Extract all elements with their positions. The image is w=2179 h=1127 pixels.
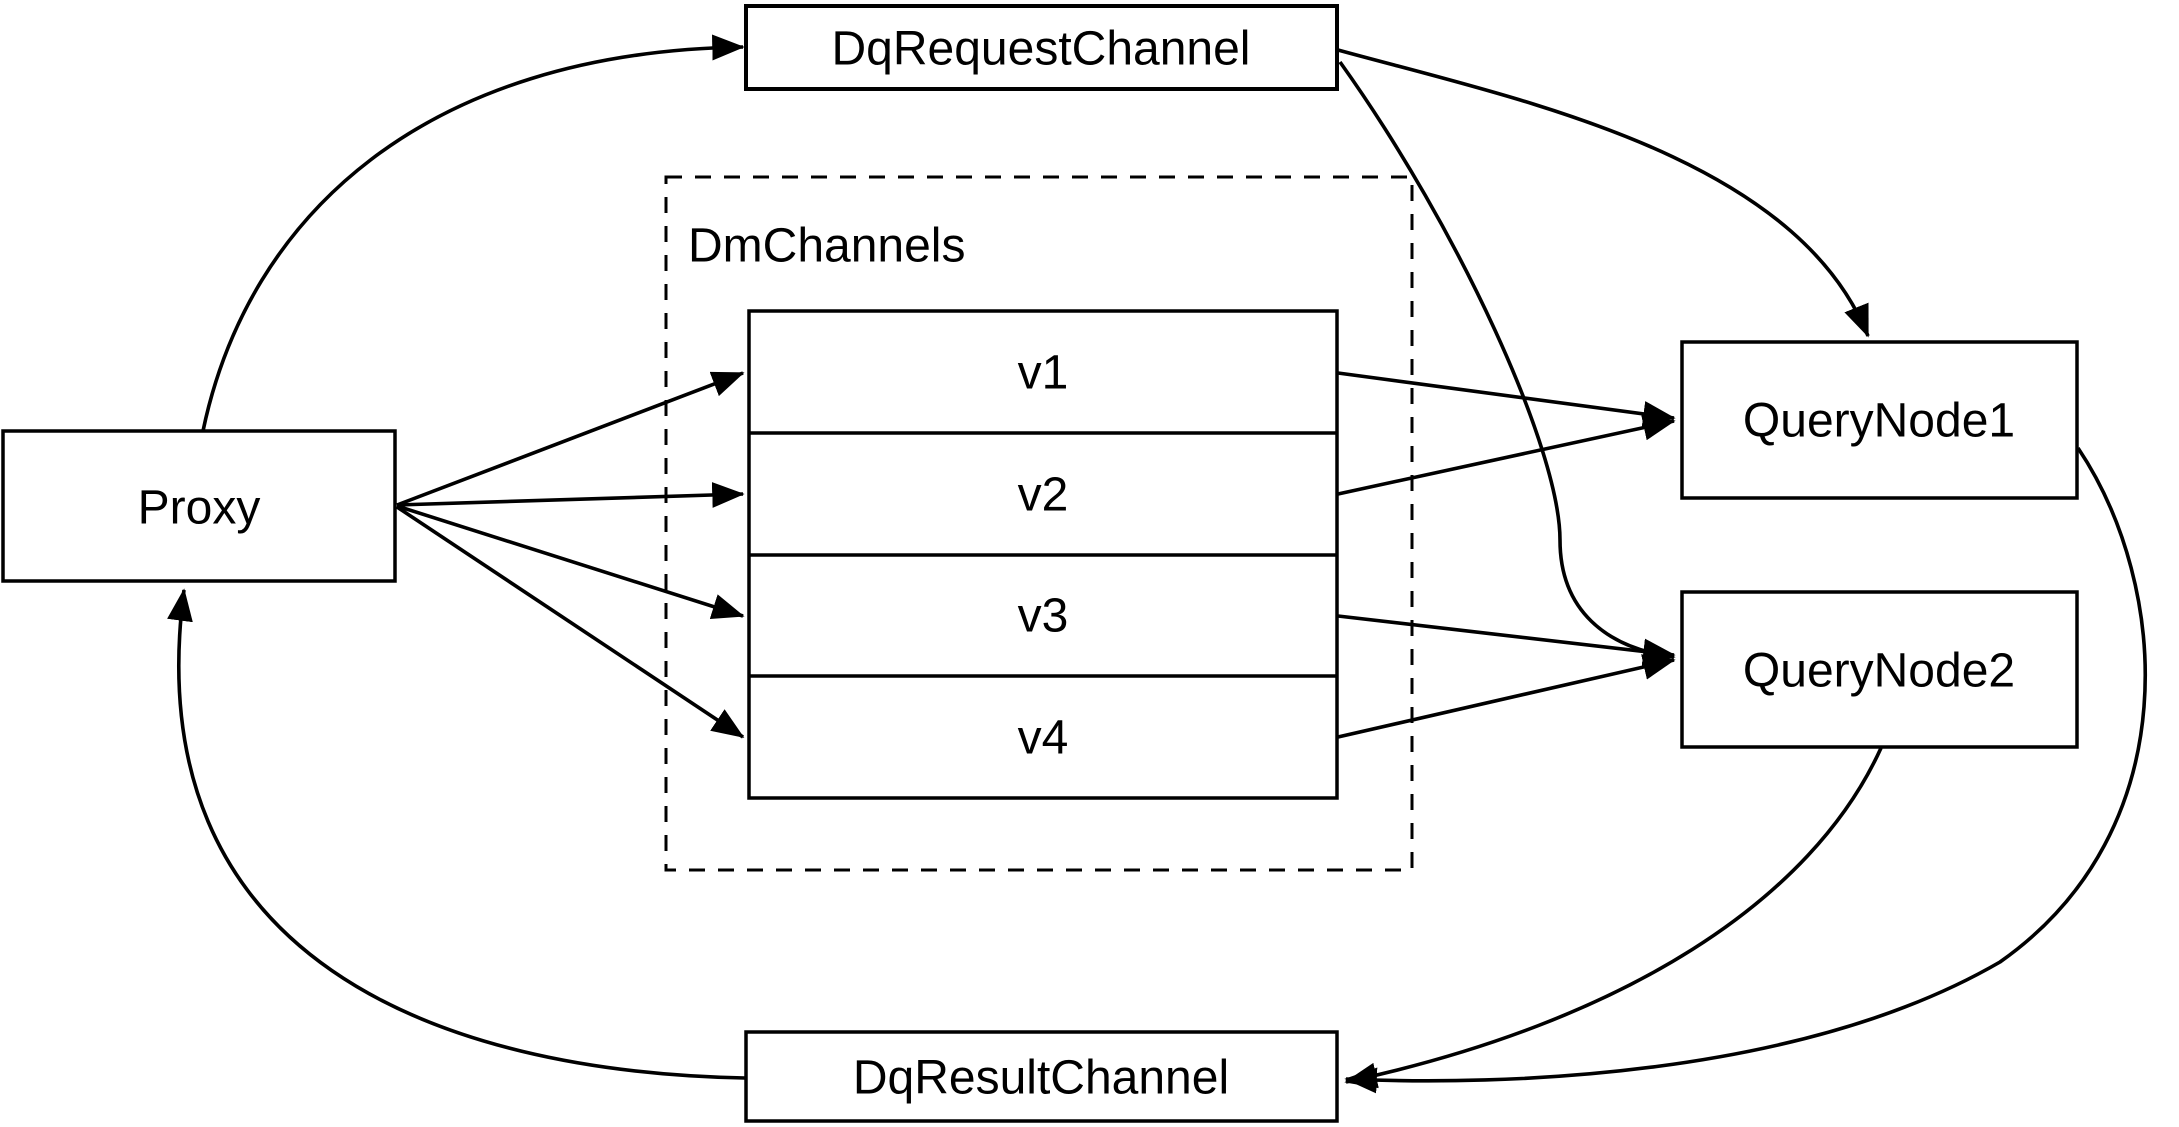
edge-dqrequestchannel-to-querynode2 — [1338, 60, 1676, 666]
edge-dqresultchannel-to-proxy — [167, 588, 746, 1080]
dqresultchannel-node-label: DqResultChannel — [853, 1052, 1229, 1105]
edge-proxy-to-v4 — [396, 505, 745, 739]
channel-row-v2-label: v2 — [1018, 469, 1069, 522]
proxy-node-box — [1, 429, 397, 583]
dqrequestchannel-node-box — [744, 4, 1339, 91]
edge-proxy-to-v1 — [396, 371, 745, 507]
edge-querynode1-to-dqresultchannel — [1344, 446, 2147, 1094]
dmchannels-group-box — [664, 175, 1414, 872]
dmchannels-group-label: DmChannels — [688, 220, 965, 273]
edge-proxy-to-dqrequestchannel — [201, 34, 745, 432]
querynode2-node-label: QueryNode2 — [1743, 645, 2015, 698]
querynode2-node-box — [1680, 590, 2079, 749]
channel-row-v3-label: v3 — [1018, 590, 1069, 643]
querynode1-node-box — [1680, 340, 2079, 500]
edge-v2-to-querynode1 — [1337, 414, 1676, 496]
dqresultchannel-node-box — [744, 1030, 1339, 1123]
dqrequestchannel-node-label: DqRequestChannel — [832, 23, 1251, 76]
edge-v4-to-querynode2 — [1337, 654, 1676, 739]
edge-v1-to-querynode1 — [1337, 371, 1676, 427]
channel-row-v4-label: v4 — [1018, 712, 1069, 765]
querynode1-node-label: QueryNode1 — [1743, 395, 2015, 448]
edge-v3-to-querynode2 — [1337, 614, 1676, 665]
channel-row-v1-label: v1 — [1018, 347, 1069, 400]
edge-proxy-to-v3 — [396, 504, 745, 620]
edge-querynode2-to-dqresultchannel — [1344, 747, 1883, 1089]
edge-dqrequestchannel-to-querynode1 — [1337, 48, 1870, 338]
proxy-node-label: Proxy — [138, 482, 261, 535]
edge-proxy-to-v2 — [396, 482, 745, 508]
